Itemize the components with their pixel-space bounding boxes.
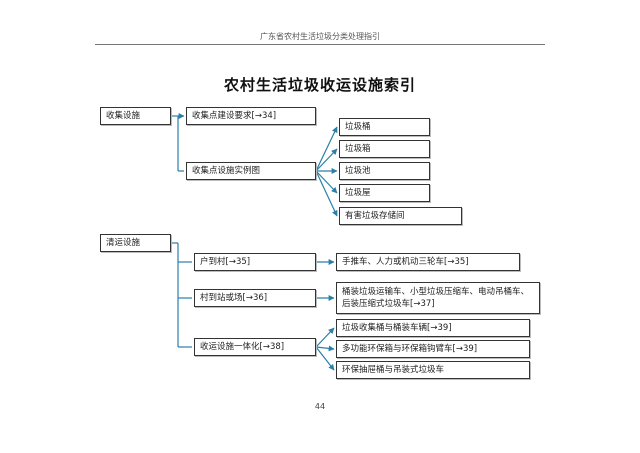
example-label-hazardous-storage: 有害垃圾存储间 <box>345 211 405 221</box>
collection-category-label: 收集设施 <box>106 111 141 121</box>
transport-category-box: 清运设施 <box>100 234 171 252</box>
page-number: 44 <box>314 402 326 411</box>
station-vehicles-box: 桶装垃圾运输车、小型垃圾压缩车、电动吊桶车、后装压缩式垃圾车[→37] <box>336 282 540 314</box>
collection-examples-label: 收集点设施实例图 <box>192 166 261 176</box>
example-item: 垃圾屋 <box>339 184 430 202</box>
integrated-item: 垃圾收集桶与桶装车辆[→39] <box>336 319 530 337</box>
integrated-label: 收运设施一体化[→38] <box>200 342 285 352</box>
household-to-village-label: 户到村[→35] <box>200 257 251 267</box>
example-item: 垃圾箱 <box>339 140 430 158</box>
integrated-box: 收运设施一体化[→38] <box>194 338 316 356</box>
integrated-item-label-boxes: 多功能环保箱与环保箱钩臂车[→39] <box>342 344 478 354</box>
example-item: 垃圾桶 <box>339 118 430 136</box>
collection-examples-box: 收集点设施实例图 <box>186 162 316 180</box>
example-item: 有害垃圾存储间 <box>339 207 462 225</box>
example-item: 垃圾池 <box>339 162 430 180</box>
household-vehicles-label: 手推车、人力或机动三轮车[→35] <box>342 257 469 267</box>
village-to-station-box: 村到站或场[→36] <box>194 289 316 307</box>
example-label-trash-box: 垃圾箱 <box>345 144 371 154</box>
page-header: 广东省农村生活垃圾分类处理指引 <box>260 32 380 41</box>
example-label-trash-pool: 垃圾池 <box>345 166 371 176</box>
collection-requirements-box: 收集点建设要求[→34] <box>186 107 316 125</box>
integrated-item: 多功能环保箱与环保箱钩臂车[→39] <box>336 340 530 358</box>
collection-category-box: 收集设施 <box>100 107 171 125</box>
integrated-item-label-drawer-bins: 环保抽屉桶与吊装式垃圾车 <box>342 365 445 375</box>
village-to-station-label: 村到站或场[→36] <box>200 293 268 303</box>
header-rule <box>95 44 545 45</box>
household-vehicles-box: 手推车、人力或机动三轮车[→35] <box>336 253 520 271</box>
example-label-trash-can: 垃圾桶 <box>345 122 371 132</box>
transport-category-label: 清运设施 <box>106 238 141 248</box>
integrated-item-label-bins: 垃圾收集桶与桶装车辆[→39] <box>342 323 452 333</box>
household-to-village-box: 户到村[→35] <box>194 253 316 271</box>
station-vehicles-label: 桶装垃圾运输车、小型垃圾压缩车、电动吊桶车、后装压缩式垃圾车[→37] <box>342 287 530 309</box>
page-title: 农村生活垃圾收运设施索引 <box>223 76 416 94</box>
integrated-item: 环保抽屉桶与吊装式垃圾车 <box>336 361 530 379</box>
collection-requirements-label: 收集点建设要求[→34] <box>192 111 277 121</box>
example-label-trash-house: 垃圾屋 <box>345 188 371 198</box>
